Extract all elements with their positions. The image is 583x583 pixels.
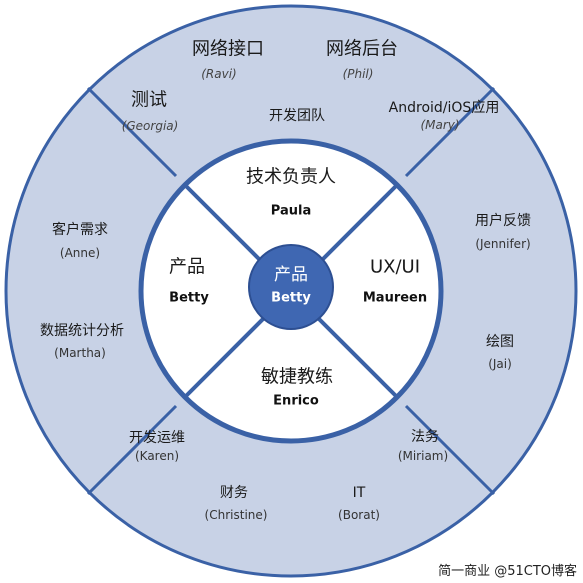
- divider-bottom-right: [404, 404, 496, 496]
- finance-name: (Christine): [204, 508, 268, 523]
- customer-needs-title: 客户需求: [52, 221, 108, 238]
- testing-name: (Georgia): [121, 119, 179, 134]
- finance-title: 财务: [220, 484, 248, 501]
- devops-name: (Karen): [134, 449, 180, 464]
- inner-bottom-name: Enrico: [273, 393, 319, 409]
- user-feedback-title: 用户反馈: [475, 212, 531, 229]
- devops-title: 开发运维: [129, 429, 185, 446]
- inner-left-name: Betty: [169, 290, 209, 306]
- center-circle: [248, 244, 334, 330]
- divider-bottom-left: [86, 404, 178, 496]
- inner-top-name: Paula: [270, 203, 312, 219]
- inner-left-title: 产品: [169, 256, 205, 278]
- data-analysis-name: (Martha): [54, 346, 106, 361]
- center-title: 产品: [274, 265, 308, 286]
- inner-right-title: UX/UI: [369, 256, 421, 278]
- data-analysis-title: 数据统计分析: [40, 322, 124, 339]
- testing-title: 测试: [131, 89, 167, 111]
- inner-bottom-title: 敏捷教练: [261, 366, 333, 388]
- divider-top-left: [86, 86, 178, 178]
- legal-title: 法务: [411, 428, 439, 445]
- network-backend-title: 网络后台: [326, 38, 398, 60]
- legal-name: (Miriam): [397, 449, 449, 464]
- center-name: Betty: [271, 290, 311, 306]
- it-title: IT: [352, 484, 366, 501]
- dev-team-label: 开发团队: [269, 107, 325, 124]
- divider-top-right: [404, 86, 496, 178]
- it-name: (Borat): [338, 508, 380, 523]
- mobile-title: Android/iOS应用: [388, 99, 500, 116]
- network-api-title: 网络接口: [192, 38, 264, 60]
- drawing-name: (Jai): [488, 357, 512, 372]
- user-feedback-name: (Jennifer): [475, 237, 531, 252]
- customer-needs-name: (Anne): [59, 246, 101, 261]
- network-backend-name: (Phil): [342, 67, 374, 82]
- network-api-name: (Ravi): [201, 67, 237, 82]
- drawing-title: 绘图: [486, 333, 514, 350]
- watermark: 简一商业 @51CTO博客: [438, 564, 577, 579]
- inner-right-name: Maureen: [362, 290, 428, 306]
- inner-top-title: 技术负责人: [246, 166, 336, 188]
- mobile-name: (Mary): [420, 118, 460, 133]
